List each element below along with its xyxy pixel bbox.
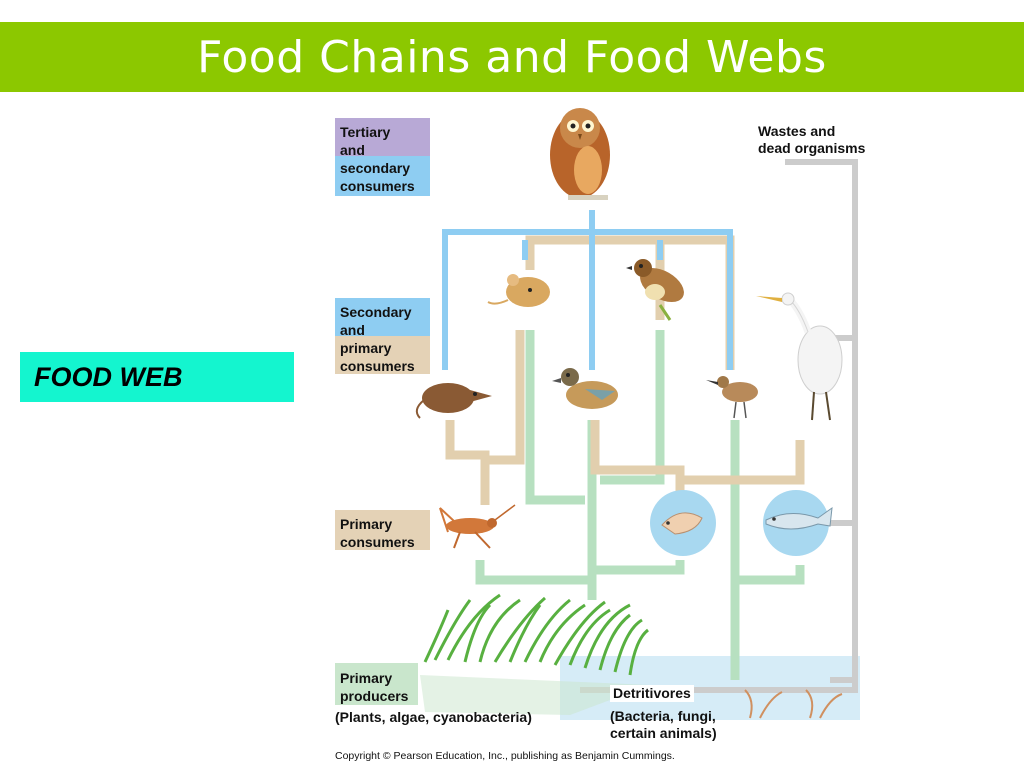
primary-consumer-swatch — [335, 510, 430, 550]
ground — [420, 675, 650, 715]
duck — [552, 368, 618, 409]
wastes-label-line2: dead organisms — [758, 140, 866, 156]
producer-arrows — [475, 330, 805, 680]
sparrow — [626, 259, 684, 321]
tertiary-label-line3: secondary — [340, 160, 411, 176]
secondary-swatch-top — [335, 156, 430, 196]
grass — [423, 593, 649, 676]
detritivores-note-line1: (Bacteria, fungi, — [610, 708, 716, 724]
food-web-label-box: FOOD WEB — [20, 352, 294, 402]
primary-consumers-label-line1: Primary — [340, 516, 393, 532]
producers-label-line2: producers — [340, 688, 409, 704]
title-bar: Food Chains and Food Webs — [0, 22, 1024, 92]
wastes-label: Wastes and dead organisms — [758, 123, 865, 157]
tertiary-label-line1: Tertiary — [340, 124, 391, 140]
shrew — [415, 383, 492, 419]
fish — [763, 490, 833, 556]
producer-swatch — [335, 663, 418, 705]
mouse — [487, 274, 550, 307]
wastes-label-line1: Wastes and — [758, 123, 836, 139]
slide-title: Food Chains and Food Webs — [197, 31, 827, 83]
shrimp — [650, 490, 716, 556]
primary-consumers-label: Primary consumers — [335, 512, 430, 554]
sandpiper — [706, 376, 758, 419]
detritivores-label: Detritivores — [610, 685, 694, 702]
secondary-label-line3: primary — [340, 340, 392, 356]
tertiary-label-line4: consumers — [340, 178, 415, 194]
detritivores-note: (Bacteria, fungi, certain animals) — [610, 708, 717, 742]
secondary-label-line2: and — [340, 322, 365, 338]
tertiary-label: Tertiary and secondary consumers — [335, 120, 430, 198]
producers-label-line1: Primary — [340, 670, 393, 686]
food-web-label: FOOD WEB — [34, 361, 183, 392]
primary-consumers-label-line2: consumers — [340, 534, 415, 550]
egret — [756, 292, 843, 421]
detritivores-note-line2: certain animals) — [610, 725, 717, 741]
producers-note: (Plants, algae, cyanobacteria) — [335, 709, 532, 725]
secondary-label-line4: consumers — [340, 358, 415, 374]
primary-swatch-mid — [335, 336, 430, 374]
owl — [550, 108, 610, 200]
tertiary-swatch — [335, 118, 430, 156]
secondary-swatch — [335, 298, 430, 336]
food-web-diagram: Tertiary and secondary consumers Seconda… — [330, 100, 890, 768]
secondary-label-line1: Secondary — [340, 304, 412, 320]
secondary-arrows — [442, 210, 733, 370]
grasshopper — [439, 504, 516, 549]
primary-arrows — [445, 235, 805, 505]
copyright-notice: Copyright © Pearson Education, Inc., pub… — [335, 750, 675, 762]
producers-label: Primary producers — [335, 666, 418, 708]
secondary-label: Secondary and primary consumers — [335, 300, 430, 378]
water-plants — [744, 689, 843, 719]
tertiary-label-line2: and — [340, 142, 365, 158]
food-web-graphic — [335, 108, 860, 720]
